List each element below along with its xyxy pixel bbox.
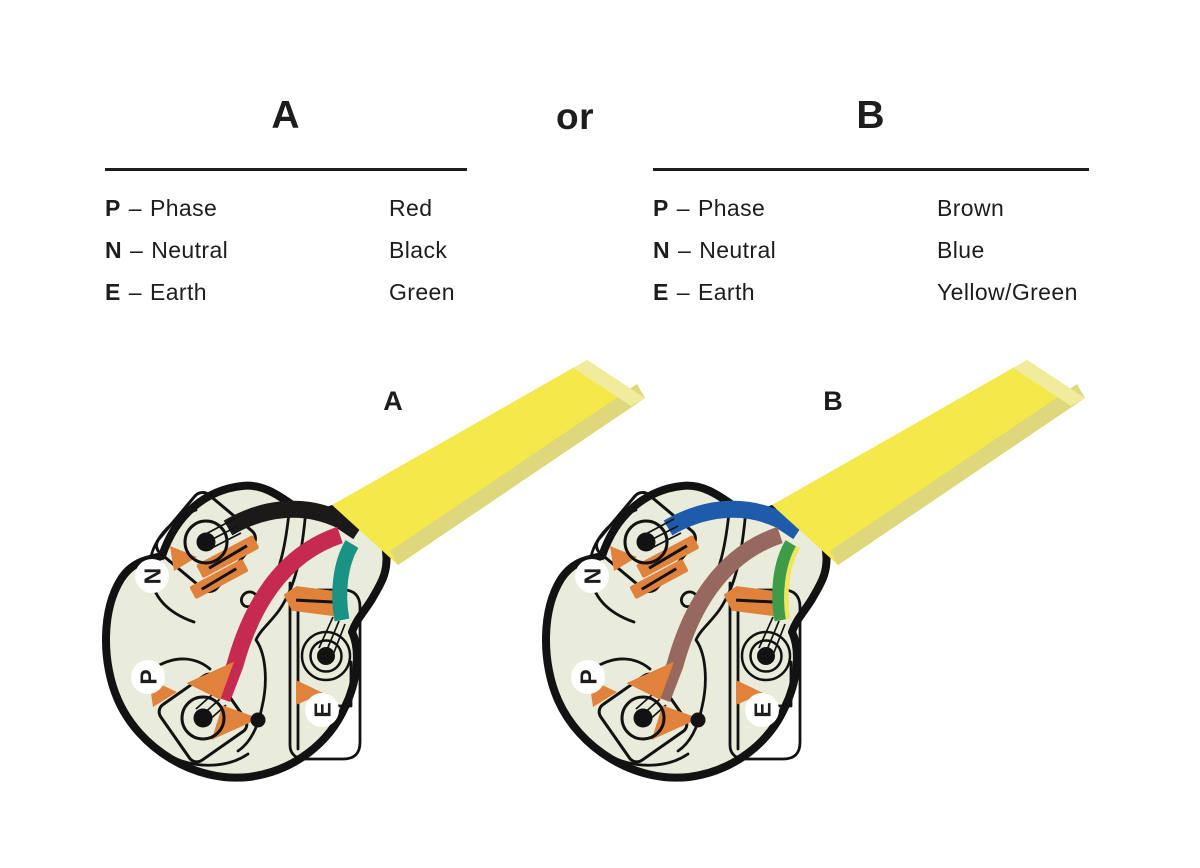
terminal-name: Phase [149,195,218,221]
phase-clamp-bowtie [186,661,234,700]
neutral-badge [575,559,609,593]
neutral-wire [223,500,363,540]
cable [772,360,1085,565]
terminal-key: N [653,237,671,263]
phase-screw [180,695,226,741]
earth-arrow-icon [296,680,323,705]
plug-diagram-b: B [542,360,1085,782]
earth-wire-stripe [784,545,800,620]
legend-a-rows: P – Phase Red N – Neutral Black E – Eart… [105,195,467,306]
wire-color-name: Yellow/Green [937,279,1078,305]
legend-b-rows: P – Phase Brown N – Neutral Blue E – Ear… [653,195,1089,306]
legend-b-title: B [856,94,886,137]
terminal-key: P [105,195,121,221]
legend-a-divider [105,168,467,171]
cable-clamps [629,535,786,617]
dash: – [130,237,144,263]
dash: – [128,195,142,221]
terminal-key: N [105,237,123,263]
cable-cut-end [573,360,645,406]
legend-row-phase: P – Phase Brown [653,195,1089,222]
phase-wire [214,526,343,703]
legend-option-a: A P – Phase Red N – Neutral Black E – Ea… [105,94,467,321]
cable-cut-end [1013,360,1085,406]
legend-row-neutral: N – Neutral Blue [653,237,1089,264]
legend-option-b: B P – Phase Brown N – Neutral Blue E – E… [653,94,1089,321]
terminal-name: Earth [149,279,207,305]
phase-letter: P [136,669,162,684]
terminal-key: P [653,195,669,221]
figure-b-label: B [823,386,843,416]
legend-row-earth: E – Earth Yellow/Green [653,279,1089,306]
dash: – [676,279,690,305]
earth-wire [772,540,799,622]
earth-badge [305,693,339,727]
cable-shade [390,384,645,565]
cable-shade [830,384,1085,565]
neutral-screw [183,519,229,565]
terminal-name: Neutral [699,237,777,263]
phase-wire [654,526,783,703]
terminal-badges: N P E [131,559,339,727]
earth-screw [300,630,352,682]
terminal-key: E [653,279,669,305]
phase-clamp-bowtie [626,661,674,700]
dash: – [128,279,142,305]
earth-arrow-icon [736,680,763,705]
plug-diagram-a: A [102,360,645,782]
neutral-letter: N [580,568,606,585]
cable-sheath [772,360,1085,565]
or-separator: or [556,96,594,137]
wire-color-name: Blue [937,237,985,263]
wire-color-name: Black [389,237,448,263]
terminal-name: Phase [697,195,766,221]
cable [332,360,645,565]
phase-badge [571,660,605,694]
legend-row-earth: E – Earth Green [105,279,467,306]
terminal-key: E [105,279,121,305]
earth-badge [745,693,779,727]
dash: – [676,195,690,221]
terminal-name: Neutral [151,237,229,263]
neutral-arrow-icon [170,546,197,571]
cable-clamps [189,535,346,617]
wire-color-name: Red [389,195,433,221]
earth-wire [332,540,359,622]
phase-screw [620,695,666,741]
neutral-screw [623,519,669,565]
phase-letter: P [576,669,602,684]
cord-grip-screw-hole [690,712,706,728]
terminal-screws [180,519,352,741]
wire-color-name: Green [389,279,455,305]
figure-a-label: A [383,386,403,416]
legend-a-title: A [271,94,301,137]
earth-screw [740,630,792,682]
neutral-letter: N [140,568,166,585]
earth-letter: E [310,702,336,717]
cord-grip-screw-hole [250,712,266,728]
neutral-wire [663,500,803,540]
wires [654,500,803,703]
wire-color-name: Brown [937,195,1005,221]
earth-letter: E [750,702,776,717]
cable-sheath [332,360,645,565]
neutral-badge [135,559,169,593]
wires [214,500,363,703]
legend-row-neutral: N – Neutral Black [105,237,467,264]
terminal-screws [620,519,792,741]
terminal-badges: N P E [571,559,779,727]
dash: – [678,237,692,263]
terminal-name: Earth [697,279,755,305]
legend-row-phase: P – Phase Red [105,195,467,222]
legend-b-divider [653,168,1089,171]
phase-badge [131,660,165,694]
neutral-arrow-icon [610,546,637,571]
